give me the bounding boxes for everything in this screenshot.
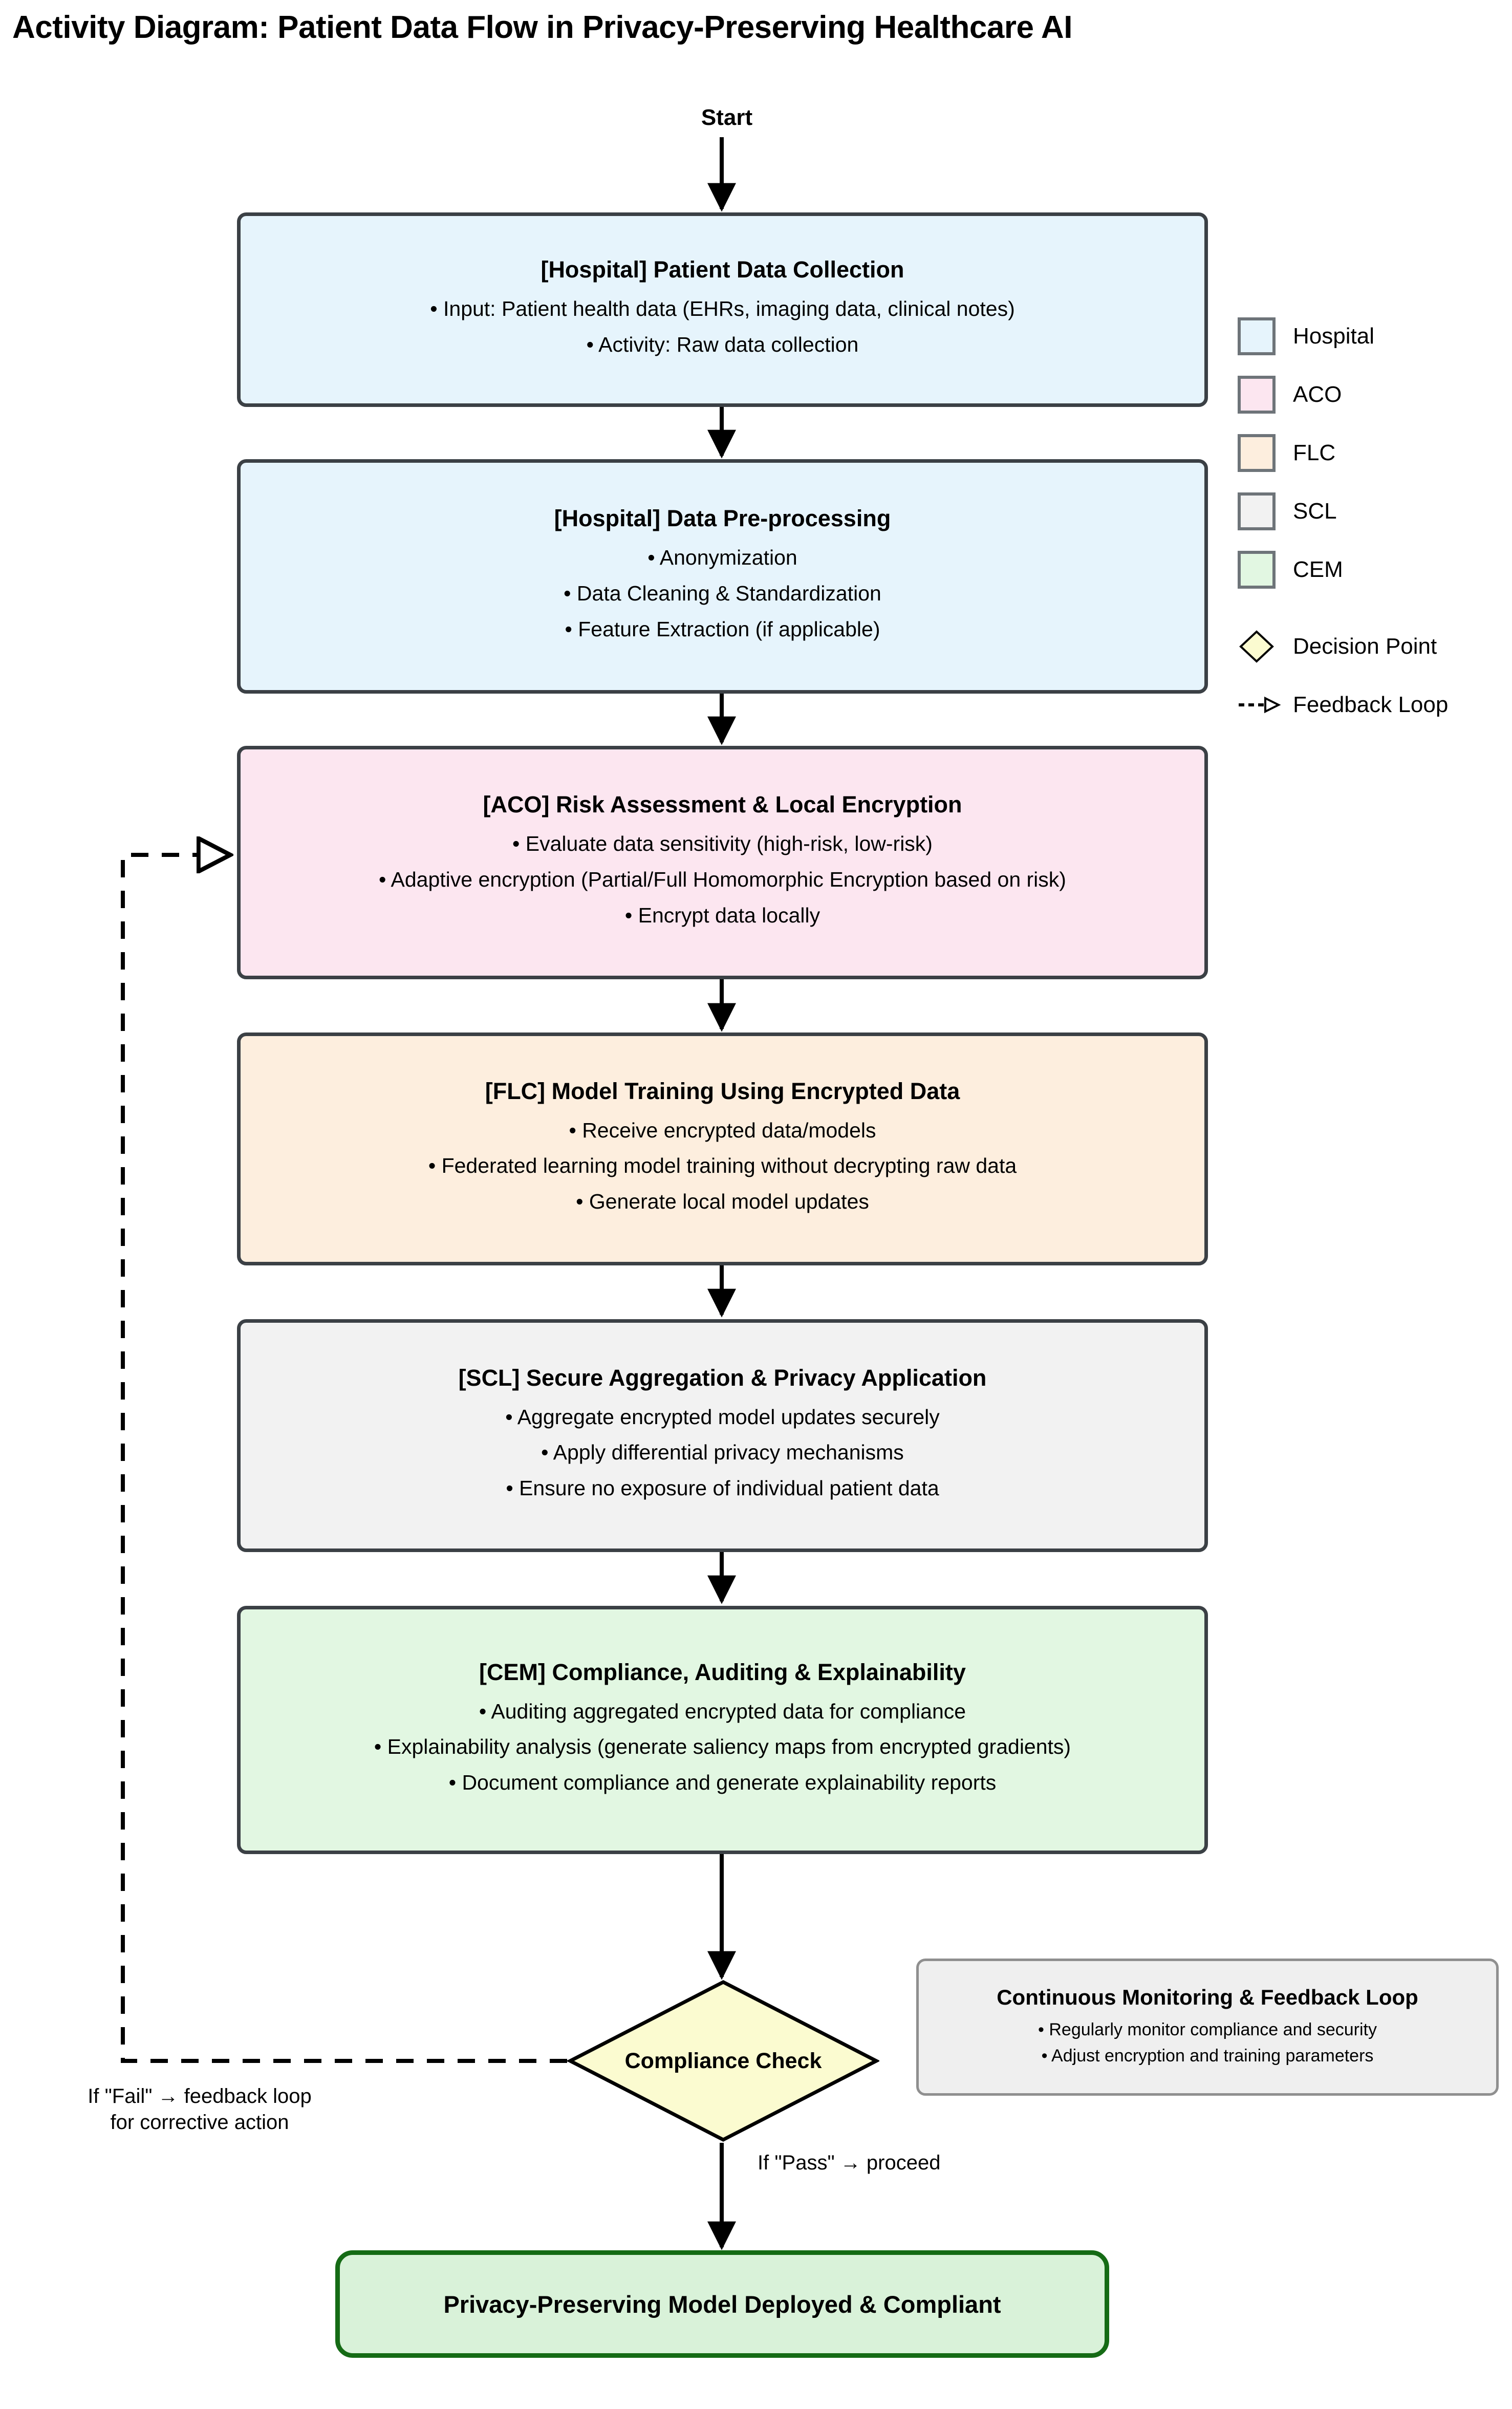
node-title: [Hospital] Patient Data Collection (541, 256, 904, 283)
legend-item-flc[interactable]: FLC (1238, 424, 1504, 482)
node-bullet: • Auditing aggregated encrypted data for… (479, 1699, 966, 1723)
node-bullet: • Receive encrypted data/models (569, 1118, 876, 1142)
node-bullet: • Activity: Raw data collection (586, 332, 859, 356)
node-model-training-encrypted-data[interactable]: [FLC] Model Training Using Encrypted Dat… (237, 1033, 1208, 1265)
node-bullet: • Generate local model updates (576, 1190, 869, 1214)
legend-item-cem[interactable]: CEM (1238, 541, 1504, 599)
legend: Hospital ACO FLC SCL CEM Decision Point … (1238, 307, 1504, 734)
node-bullet: • Adaptive encryption (Partial/Full Homo… (379, 867, 1066, 891)
node-bullet: • Input: Patient health data (EHRs, imag… (430, 296, 1015, 320)
edge-label-fail-line1: If "Fail" → feedback loop (88, 2085, 312, 2107)
decision-compliance-check[interactable]: Compliance Check (567, 1979, 879, 2143)
node-bullet: • Aggregate encrypted model updates secu… (505, 1405, 940, 1429)
node-title: [Hospital] Data Pre-processing (554, 505, 891, 532)
node-bullet: • Feature Extraction (if applicable) (565, 617, 880, 641)
legend-swatch-aco-icon (1238, 376, 1276, 414)
node-secure-aggregation-privacy-application[interactable]: [SCL] Secure Aggregation & Privacy Appli… (237, 1319, 1208, 1552)
legend-label: SCL (1293, 499, 1337, 524)
node-bullet: • Anonymization (647, 546, 797, 570)
edge-label-fail: If "Fail" → feedback loop for corrective… (31, 2083, 369, 2136)
legend-label: Hospital (1293, 324, 1374, 349)
legend-item-scl[interactable]: SCL (1238, 482, 1504, 541)
legend-swatch-cem-icon (1238, 551, 1276, 589)
legend-label: FLC (1293, 440, 1336, 465)
node-data-pre-processing[interactable]: [Hospital] Data Pre-processing • Anonymi… (237, 459, 1208, 694)
legend-item-aco[interactable]: ACO (1238, 365, 1504, 424)
edge-label-pass: If "Pass" → proceed (758, 2152, 941, 2174)
diamond-icon (1238, 628, 1276, 665)
node-title: [FLC] Model Training Using Encrypted Dat… (485, 1078, 960, 1104)
node-risk-assessment-local-encryption[interactable]: [ACO] Risk Assessment & Local Encryption… (237, 746, 1208, 979)
terminal-label: Privacy-Preserving Model Deployed & Comp… (443, 2290, 1001, 2318)
legend-label: CEM (1293, 557, 1343, 582)
legend-item-feedback-loop[interactable]: Feedback Loop (1238, 676, 1504, 734)
node-terminal-deployed[interactable]: Privacy-Preserving Model Deployed & Comp… (335, 2250, 1109, 2358)
node-title: [SCL] Secure Aggregation & Privacy Appli… (458, 1364, 987, 1391)
legend-item-hospital[interactable]: Hospital (1238, 307, 1504, 365)
start-label: Start (701, 105, 753, 130)
node-bullet: • Data Cleaning & Standardization (564, 581, 881, 605)
legend-swatch-hospital-icon (1238, 317, 1276, 355)
node-compliance-auditing-explainability[interactable]: [CEM] Compliance, Auditing & Explainabil… (237, 1606, 1208, 1854)
legend-swatch-scl-icon (1238, 492, 1276, 530)
node-bullet: • Explainability analysis (generate sali… (374, 1735, 1071, 1759)
node-bullet: • Evaluate data sensitivity (high-risk, … (512, 832, 933, 856)
node-bullet: • Encrypt data locally (624, 903, 820, 927)
node-bullet: • Ensure no exposure of individual patie… (506, 1476, 939, 1500)
note-bullet: • Adjust encryption and training paramet… (1041, 2046, 1374, 2066)
node-bullet: • Document compliance and generate expla… (448, 1771, 997, 1795)
legend-label: Decision Point (1293, 634, 1437, 659)
node-title: [ACO] Risk Assessment & Local Encryption (483, 791, 962, 818)
legend-swatch-flc-icon (1238, 434, 1276, 472)
edge-label-fail-line2: for corrective action (110, 2111, 289, 2134)
node-title: [CEM] Compliance, Auditing & Explainabil… (479, 1659, 966, 1685)
legend-label: Feedback Loop (1293, 692, 1449, 717)
node-patient-data-collection[interactable]: [Hospital] Patient Data Collection • Inp… (237, 212, 1208, 407)
node-bullet: • Federated learning model training with… (428, 1154, 1017, 1178)
diamond-shape (567, 1980, 879, 2142)
legend-label: ACO (1293, 382, 1342, 407)
dashed-arrow-icon (1238, 686, 1284, 724)
note-title: Continuous Monitoring & Feedback Loop (997, 1985, 1418, 2009)
legend-spacer (1238, 599, 1504, 617)
note-bullet: • Regularly monitor compliance and secur… (1038, 2019, 1377, 2039)
page-title: Activity Diagram: Patient Data Flow in P… (12, 10, 1072, 45)
node-bullet: • Apply differential privacy mechanisms (541, 1440, 904, 1465)
note-continuous-monitoring[interactable]: Continuous Monitoring & Feedback Loop • … (916, 1959, 1499, 2096)
legend-item-decision-point[interactable]: Decision Point (1238, 617, 1504, 676)
